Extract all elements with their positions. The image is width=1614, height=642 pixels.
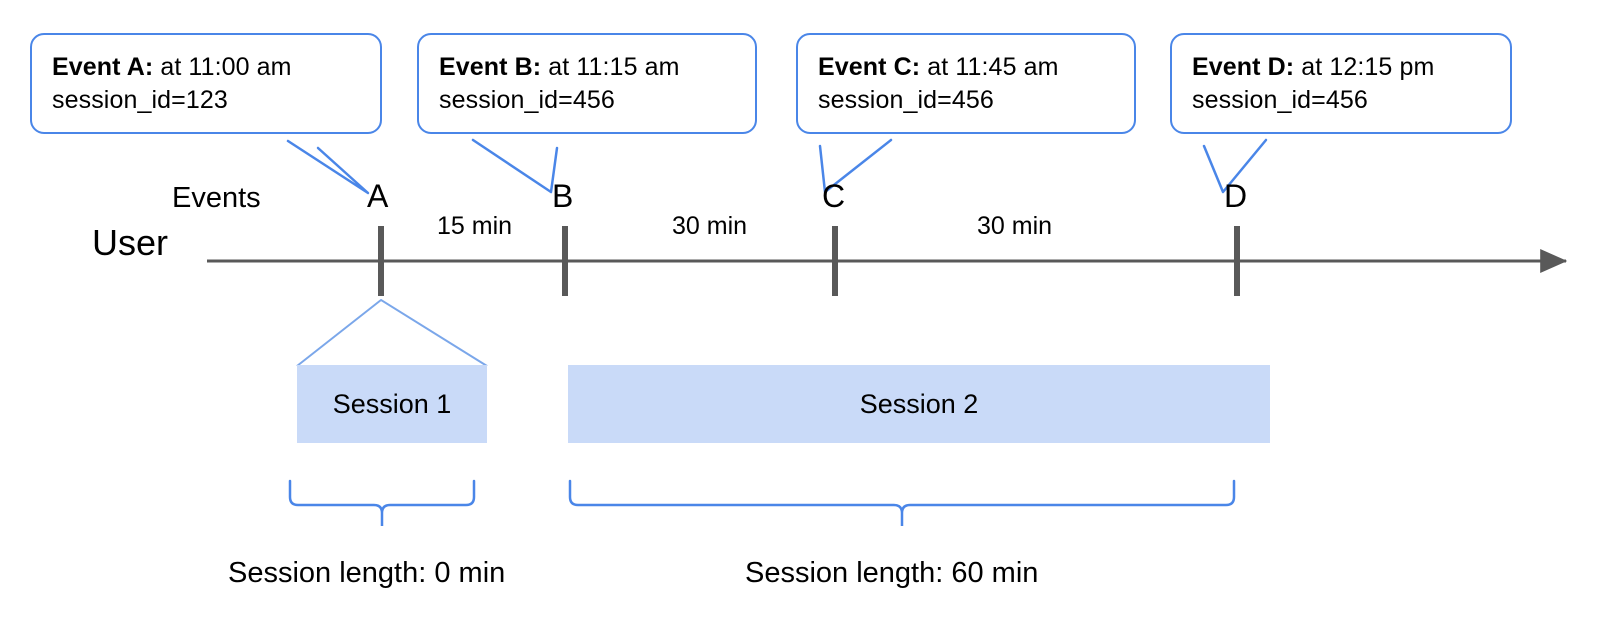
session-bar-2[interactable]: Session 2 <box>568 365 1270 443</box>
user-row-label: User <box>92 222 169 263</box>
callout-event-c[interactable]: Event C: at 11:45 am session_id=456 <box>796 33 1136 134</box>
callout-tail-a <box>286 139 370 195</box>
callout-tail-c <box>818 138 893 194</box>
tick-label-c: C <box>822 178 846 214</box>
callout-c-time: at 11:45 am <box>927 53 1059 81</box>
callout-c-title: Event C: <box>818 53 921 81</box>
callout-tail-b <box>471 138 559 194</box>
callout-b-title: Event B: <box>439 53 542 81</box>
session-bar-2-label: Session 2 <box>859 388 979 419</box>
callout-c-session: session_id=456 <box>818 86 994 115</box>
callout-a-title: Event A: <box>52 53 154 81</box>
callout-event-d[interactable]: Event D: at 12:15 pm session_id=456 <box>1170 33 1512 134</box>
callout-a-line1: Event A: at 11:00 am <box>52 51 362 84</box>
callout-d-title: Event D: <box>1192 53 1295 81</box>
callout-b-line1: Event B: at 11:15 am <box>439 51 737 84</box>
callout-d-session: session_id=456 <box>1192 86 1368 115</box>
session-length-label-1: Session length: 0 min <box>228 557 506 589</box>
tick-label-a: A <box>367 178 389 214</box>
session-length-label-2: Session length: 60 min <box>745 557 1039 589</box>
callout-b-time: at 11:15 am <box>548 53 680 81</box>
session-bar-1-label: Session 1 <box>332 388 452 419</box>
session1-funnel <box>296 299 488 367</box>
callout-event-b[interactable]: Event B: at 11:15 am session_id=456 <box>417 33 757 134</box>
gap-label-ab: 15 min <box>437 212 513 240</box>
callout-b-session: session_id=456 <box>439 86 615 115</box>
callout-d-time: at 12:15 pm <box>1301 53 1435 81</box>
tick-label-b: B <box>552 178 574 214</box>
session1-brace <box>288 479 476 526</box>
events-row-label: Events <box>172 182 261 214</box>
session-bar-1[interactable]: Session 1 <box>297 365 487 443</box>
tick-label-d: D <box>1224 178 1248 214</box>
callout-c-line1: Event C: at 11:45 am <box>818 51 1116 84</box>
callout-a-session: session_id=123 <box>52 86 228 115</box>
callout-event-a[interactable]: Event A: at 11:00 am session_id=123 <box>30 33 382 134</box>
gap-label-bc: 30 min <box>672 212 748 240</box>
callout-d-line1: Event D: at 12:15 pm <box>1192 51 1492 84</box>
callout-a-time: at 11:00 am <box>160 53 292 81</box>
callout-tail-d <box>1202 138 1268 194</box>
session2-brace <box>568 479 1236 526</box>
gap-label-cd: 30 min <box>977 212 1053 240</box>
